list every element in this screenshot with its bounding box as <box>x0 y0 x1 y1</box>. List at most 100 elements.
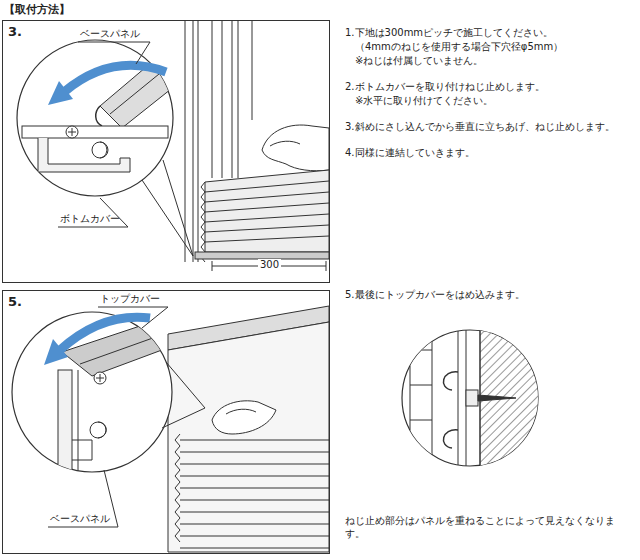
leader-line <box>58 198 128 227</box>
dimension-line <box>212 261 213 271</box>
section-detail <box>410 455 432 456</box>
pleated-panel <box>205 170 329 252</box>
pleated-panel <box>205 214 329 222</box>
leader-line <box>142 180 193 256</box>
wall-rails <box>193 21 194 262</box>
hand <box>212 401 276 434</box>
pleated-panel <box>205 192 329 202</box>
leader-line <box>162 408 205 428</box>
detail-circle <box>72 440 92 460</box>
pleated-panel <box>168 322 329 552</box>
hand <box>262 125 329 171</box>
pleated-panel <box>201 182 205 262</box>
section-detail <box>466 390 478 406</box>
instruction-step: 4.同様に連結していきます。 <box>345 147 475 160</box>
detail-circle <box>80 334 164 364</box>
instruction-note: ※ねじは付属していません。 <box>355 55 483 68</box>
pleated-panel <box>180 440 329 441</box>
motion-arrow <box>64 65 166 92</box>
wall-rails <box>198 21 199 262</box>
detail-circle <box>98 422 106 438</box>
wall-rails <box>212 21 213 178</box>
part-name: ベースパネル <box>50 513 110 526</box>
pleated-panel <box>175 434 180 542</box>
detail-circle <box>72 128 73 136</box>
detail-circle <box>22 40 205 172</box>
section-detail <box>410 385 432 386</box>
hand <box>270 141 300 146</box>
hand <box>212 401 276 434</box>
pleated-panel <box>180 488 329 489</box>
detail-circle <box>78 370 79 480</box>
detail-circle <box>100 40 205 128</box>
leader-line <box>48 470 118 527</box>
pleated-panel <box>180 500 329 501</box>
bottom-rail <box>195 252 329 259</box>
detail-circle <box>22 126 168 138</box>
leader-line <box>58 42 193 256</box>
note: ねじ止め部分はパネルを重ねることによって見えなくなります。 <box>345 515 633 540</box>
detail-circle <box>38 138 130 172</box>
pleated-panel <box>180 524 329 525</box>
detail-circle <box>92 142 108 158</box>
leader-line <box>163 160 193 256</box>
hand <box>226 409 256 414</box>
wall-rails <box>238 21 239 178</box>
section-detail <box>410 320 432 480</box>
wall-rails <box>232 21 233 178</box>
dimension: 300 <box>258 259 281 272</box>
section-detail <box>458 320 459 480</box>
part-name: トップカバー <box>100 293 160 306</box>
pleated-panel <box>180 512 329 513</box>
instruction-note: ※水平に取り付けてください。 <box>355 95 493 108</box>
detail-circle <box>94 372 106 384</box>
instruction-note: （4mmのねじを使用する場合下穴径φ5mm） <box>355 41 563 54</box>
detail-circle <box>90 422 106 438</box>
detail-circle <box>66 126 78 138</box>
section-detail <box>478 395 516 401</box>
pleated-panel <box>205 225 329 232</box>
section-detail <box>443 372 458 390</box>
step-panel: 3. <box>2 20 330 283</box>
dimension-line <box>326 261 327 271</box>
pleated-panel <box>201 170 329 262</box>
wall-rails <box>252 21 253 120</box>
leader-line <box>48 307 205 527</box>
wall-rails <box>185 21 186 262</box>
wall-rails <box>222 21 223 178</box>
pleated-panel <box>205 203 329 212</box>
part-name: ベースパネル <box>80 28 140 41</box>
detail-circle <box>58 370 72 480</box>
pleated-panel <box>180 548 329 549</box>
section-heading: 【取付方法】 <box>4 3 70 17</box>
part-name: ボトムカバー <box>60 213 120 226</box>
pleated-panel <box>168 322 329 552</box>
section-detail <box>410 320 550 480</box>
arrow-head <box>48 81 73 105</box>
detail-circle <box>17 40 173 196</box>
bottom-rail <box>195 252 329 259</box>
detail-circle <box>100 374 101 382</box>
detail-circle <box>96 106 102 126</box>
detail-circle <box>100 142 107 158</box>
instruction-step: 2.ボトムカバーを取り付けねじ止めします。 <box>345 81 545 94</box>
leader-line <box>98 307 168 328</box>
section-detail <box>443 430 458 448</box>
detail-circle <box>58 322 178 480</box>
detail-circle <box>17 40 205 196</box>
pleated-panel <box>180 476 329 477</box>
pleated-panel <box>205 236 329 242</box>
leader-line <box>166 362 205 408</box>
pleated-panel <box>180 452 329 453</box>
leader-line <box>78 42 150 64</box>
hand <box>262 125 329 171</box>
detail-circle <box>12 312 178 480</box>
section-detail <box>402 320 550 480</box>
section-detail <box>410 350 432 351</box>
pleated-panel <box>205 181 329 192</box>
instruction-step: 5.最後にトップカバーをはめ込みます。 <box>345 289 525 302</box>
pleated-panel <box>180 464 329 465</box>
section-detail <box>410 420 432 421</box>
instruction-step: 3.斜めにさし込んでから垂直に立ちあげ、ねじ止めします。 <box>345 121 615 134</box>
